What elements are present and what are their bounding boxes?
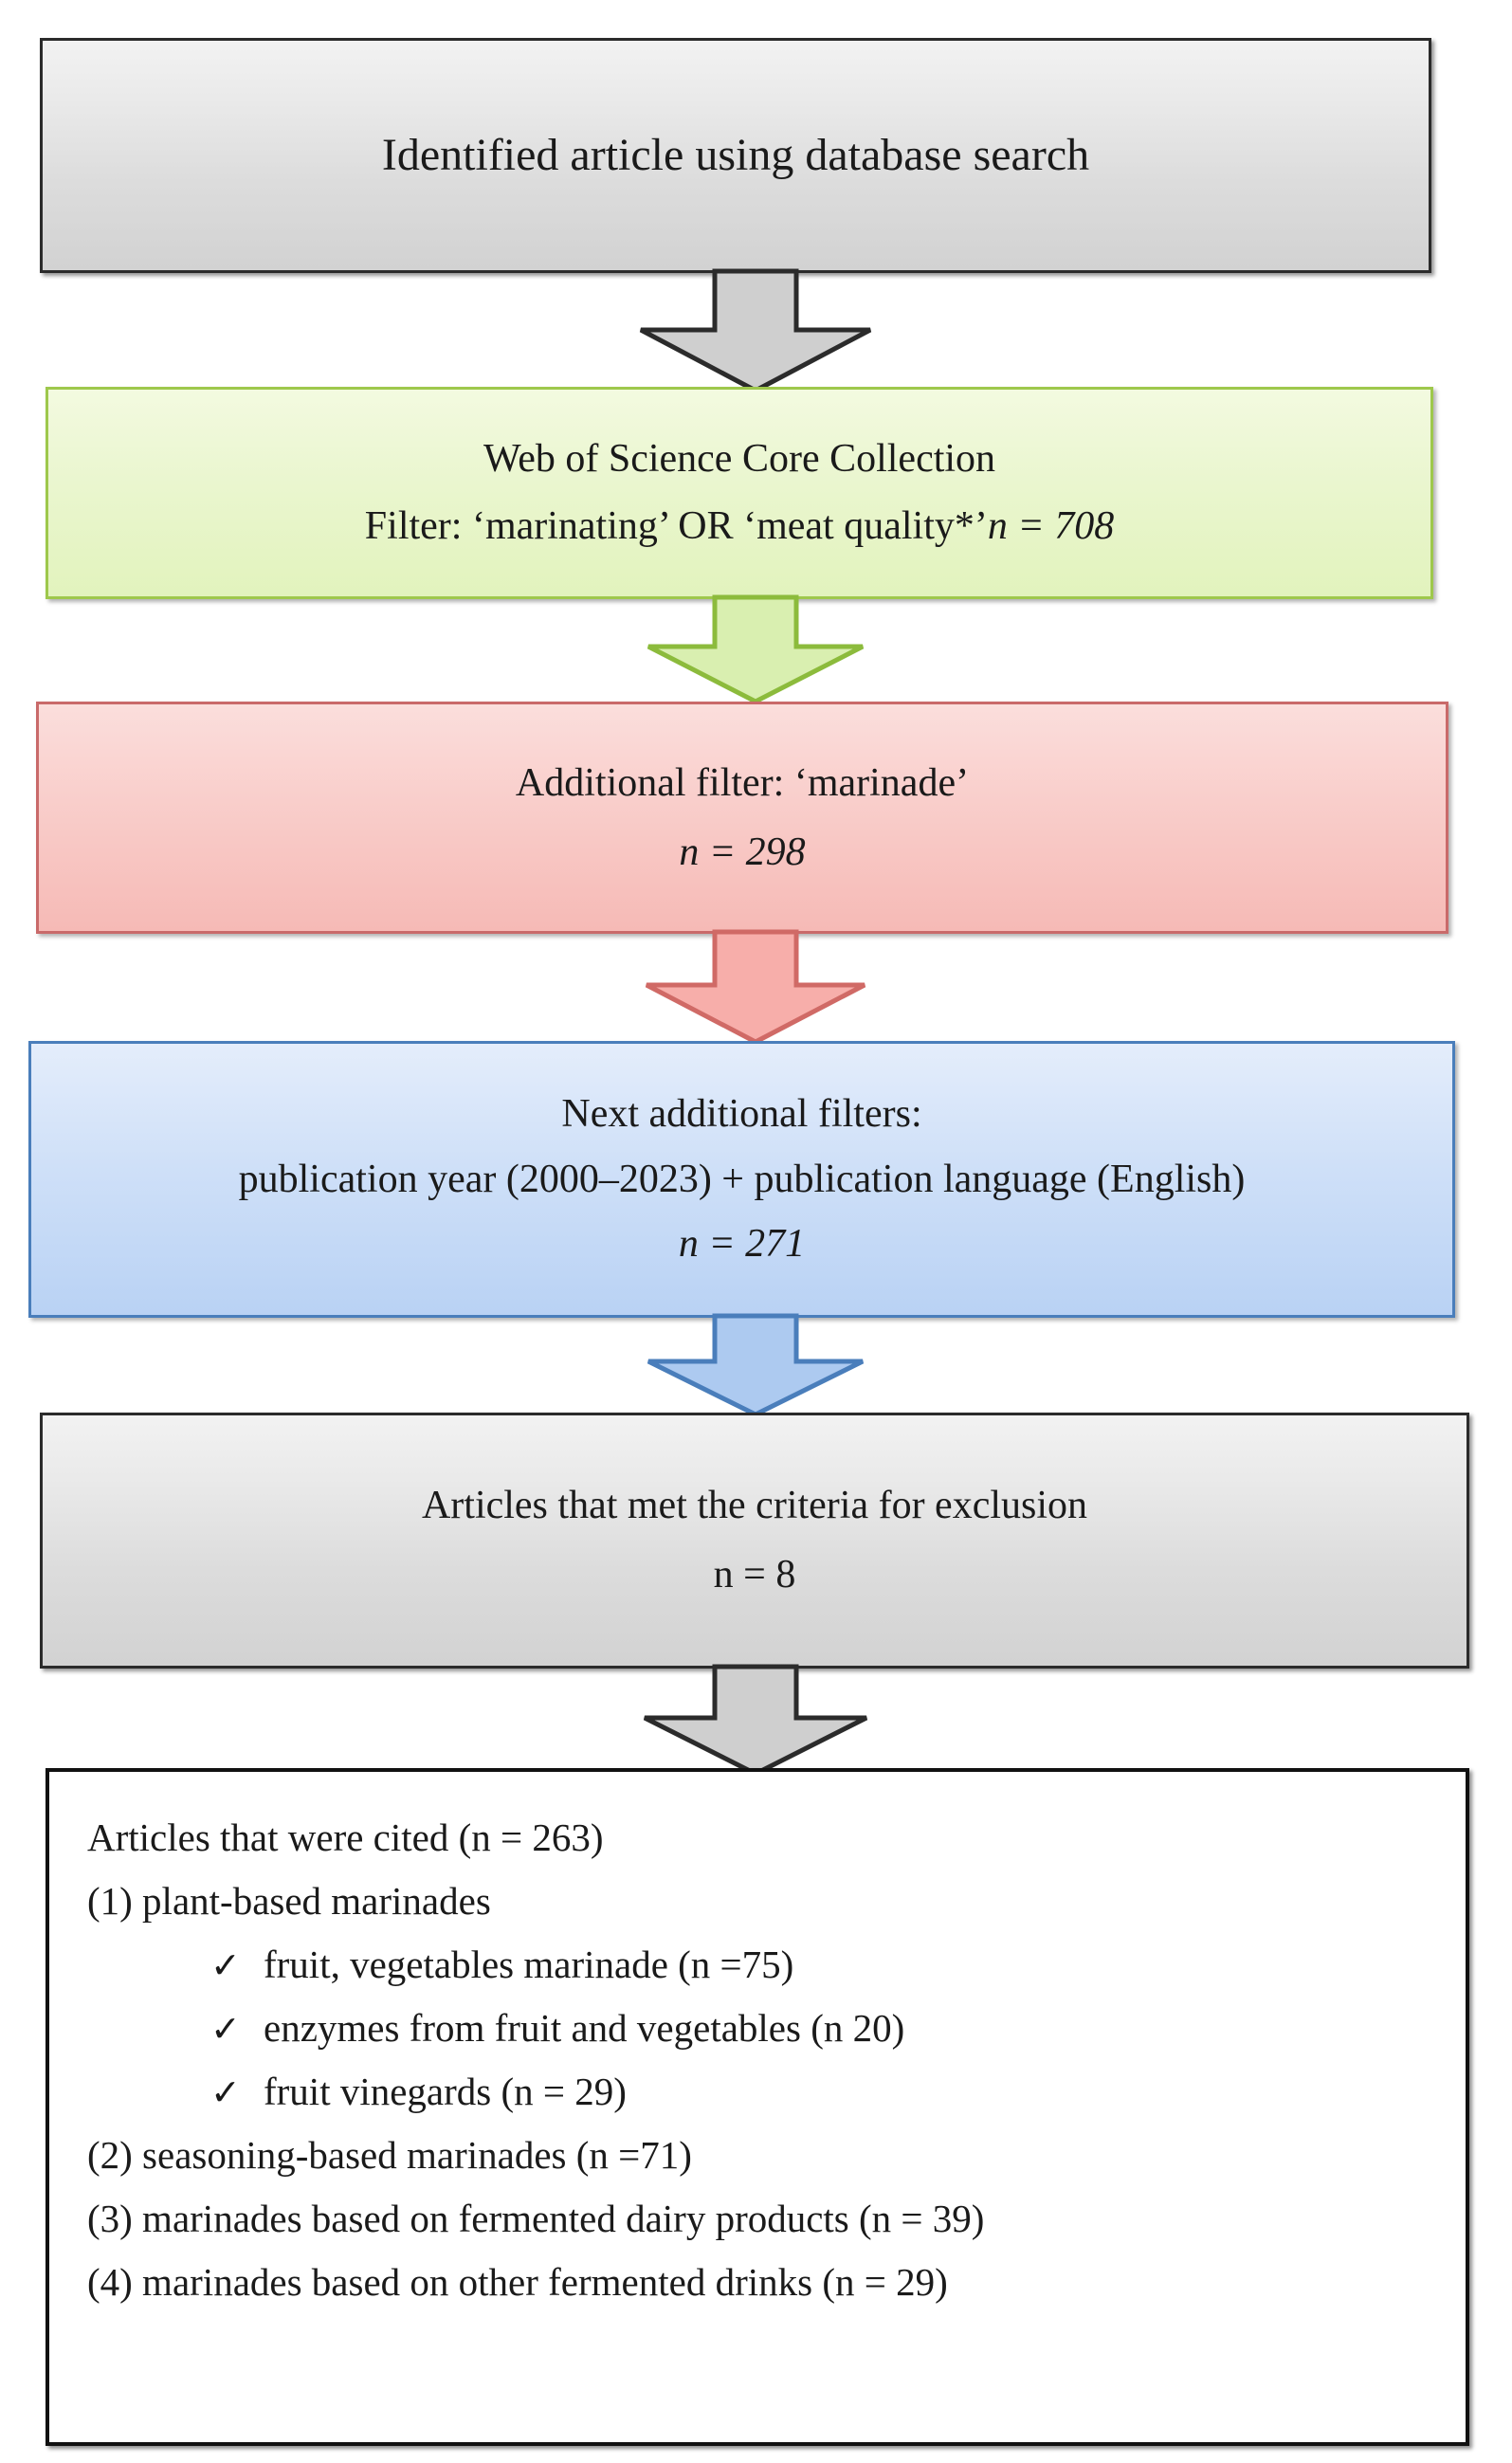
list-item-3: (3) marinades based on fermented dairy p… (87, 2197, 985, 2240)
check-icon: ✓ (210, 1946, 241, 1986)
node-excluded-articles: Articles that met the criteria for exclu… (40, 1413, 1469, 1669)
node-excluded-count: n = 8 (713, 1553, 796, 1596)
list-item-check-2: ✓ enzymes from fruit and vegetables (n 2… (87, 1997, 1466, 2060)
list-item-check-2-label: enzymes from fruit and vegetables (n 20) (264, 2006, 905, 2050)
list-item-check-3-label: fruit vinegards (n = 29) (264, 2070, 627, 2113)
list-item-2: (2) seasoning-based marinades (n =71) (87, 2133, 692, 2177)
node-wos-count: n = 708 (987, 504, 1115, 548)
check-icon: ✓ (210, 2073, 241, 2113)
arrow-next-filters-to-excluded (628, 1313, 884, 1417)
node-identified-articles: Identified article using database search (40, 38, 1431, 273)
node-additional-filter-line-1: Additional filter: ‘marinade’ (515, 760, 970, 805)
list-item-check-3: ✓ fruit vinegards (n = 29) (87, 2060, 1466, 2124)
node-wos-line-2: Filter: ‘marinating’ OR ‘meat quality*’n… (365, 501, 1114, 553)
check-icon: ✓ (210, 2010, 241, 2050)
list-item-check-1: ✓ fruit, vegetables marinade (n =75) (87, 1933, 1466, 1997)
node-next-filters-line-2: publication year (2000–2023) + publicati… (238, 1157, 1246, 1201)
node-wos-filter-text: Filter: ‘marinating’ OR ‘meat quality*’ (364, 504, 988, 548)
node-cited-articles: Articles that were cited (n = 263) (1) p… (46, 1768, 1469, 2446)
arrow-excluded-to-cited (628, 1664, 884, 1777)
node-additional-filter-count: n = 298 (679, 830, 806, 874)
node-next-additional-filters: Next additional filters: publication yea… (28, 1041, 1455, 1318)
node-excluded-line-1: Articles that met the criteria for exclu… (421, 1484, 1088, 1528)
node-additional-filter: Additional filter: ‘marinade’ n = 298 (36, 702, 1448, 934)
arrow-identified-to-wos (628, 268, 884, 393)
node-next-filters-count: n = 271 (678, 1222, 806, 1267)
node-wos-line-1: Web of Science Core Collection (483, 437, 996, 482)
node-identified-line-1: Identified article using database search (381, 129, 1090, 180)
list-item-1: (1) plant-based marinades (87, 1879, 491, 1923)
arrow-additional-filter-to-next-filters (628, 929, 884, 1045)
node-next-filters-line-1: Next additional filters: (561, 1092, 922, 1137)
node-web-of-science: Web of Science Core Collection Filter: ‘… (46, 387, 1433, 599)
list-item-check-1-label: fruit, vegetables marinade (n =75) (264, 1943, 794, 1986)
arrow-wos-to-additional-filter (628, 594, 884, 704)
list-item-4: (4) marinades based on other fermented d… (87, 2260, 948, 2304)
cited-heading: Articles that were cited (n = 263) (87, 1815, 604, 1859)
